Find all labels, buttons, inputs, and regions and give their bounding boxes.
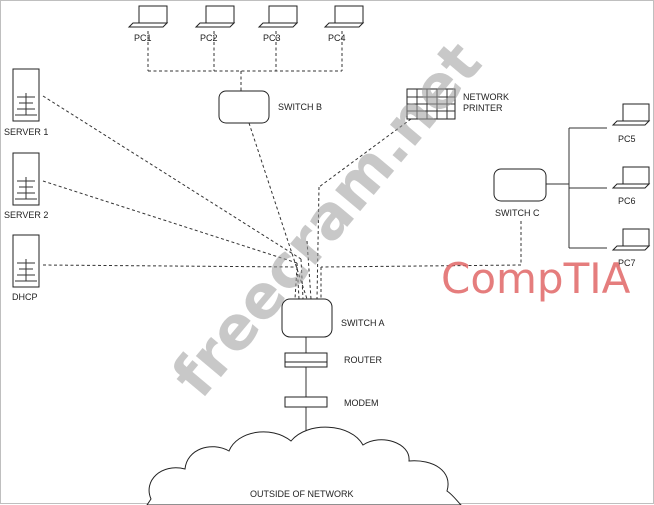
cloud-label: OUTSIDE OF NETWORK [250,489,354,499]
pc1-label: PC1 [134,33,152,43]
pc6-label: PC6 [618,196,636,206]
dhcp-label: DHCP [12,292,38,302]
link-converge-1 [300,258,304,300]
link-server2-switch-a [42,180,298,264]
switch-a-icon [281,298,333,338]
server2-label: SERVER 2 [4,210,48,220]
switch-c-label: SWITCH C [495,208,540,218]
network-printer-icon [406,88,456,120]
printer-label-line2: PRINTER [463,103,503,113]
switch-c-icon [493,168,547,202]
link-printer-b [316,186,320,300]
pc4-icon [323,5,365,28]
pc2-icon [194,5,236,28]
dhcp-server-icon [12,234,40,288]
pc3-icon [257,5,299,28]
server2-icon [12,152,40,206]
pc5-icon [611,103,651,126]
modem-icon [284,396,328,408]
printer-label-line1: NETWORK [463,92,509,102]
router-label: ROUTER [344,355,383,365]
pc7-icon [611,228,651,251]
link-switch-c-b [320,264,522,268]
pc5-label: PC5 [618,134,636,144]
link-converge-4 [306,240,312,300]
pc1-icon [127,5,169,28]
link-printer-a [318,118,412,188]
server1-icon [12,68,40,122]
modem-label: MODEM [344,398,379,408]
switch-a-label: SWITCH A [341,318,385,328]
link-server1-switch-a [42,95,302,260]
pc4-label: PC4 [328,33,346,43]
router-icon [284,352,328,368]
pc6-icon [611,166,651,189]
switch-b-label: SWITCH B [278,102,322,112]
link-dhcp-switch-a [42,264,298,268]
cloud-icon [146,426,462,505]
pc3-label: PC3 [263,33,281,43]
connections [42,31,607,431]
switch-b-icon [218,90,270,124]
brand-watermark: CompTIA [441,254,631,303]
server1-label: SERVER 1 [4,127,48,137]
pc2-label: PC2 [200,33,218,43]
pc7-label: PC7 [618,258,636,268]
